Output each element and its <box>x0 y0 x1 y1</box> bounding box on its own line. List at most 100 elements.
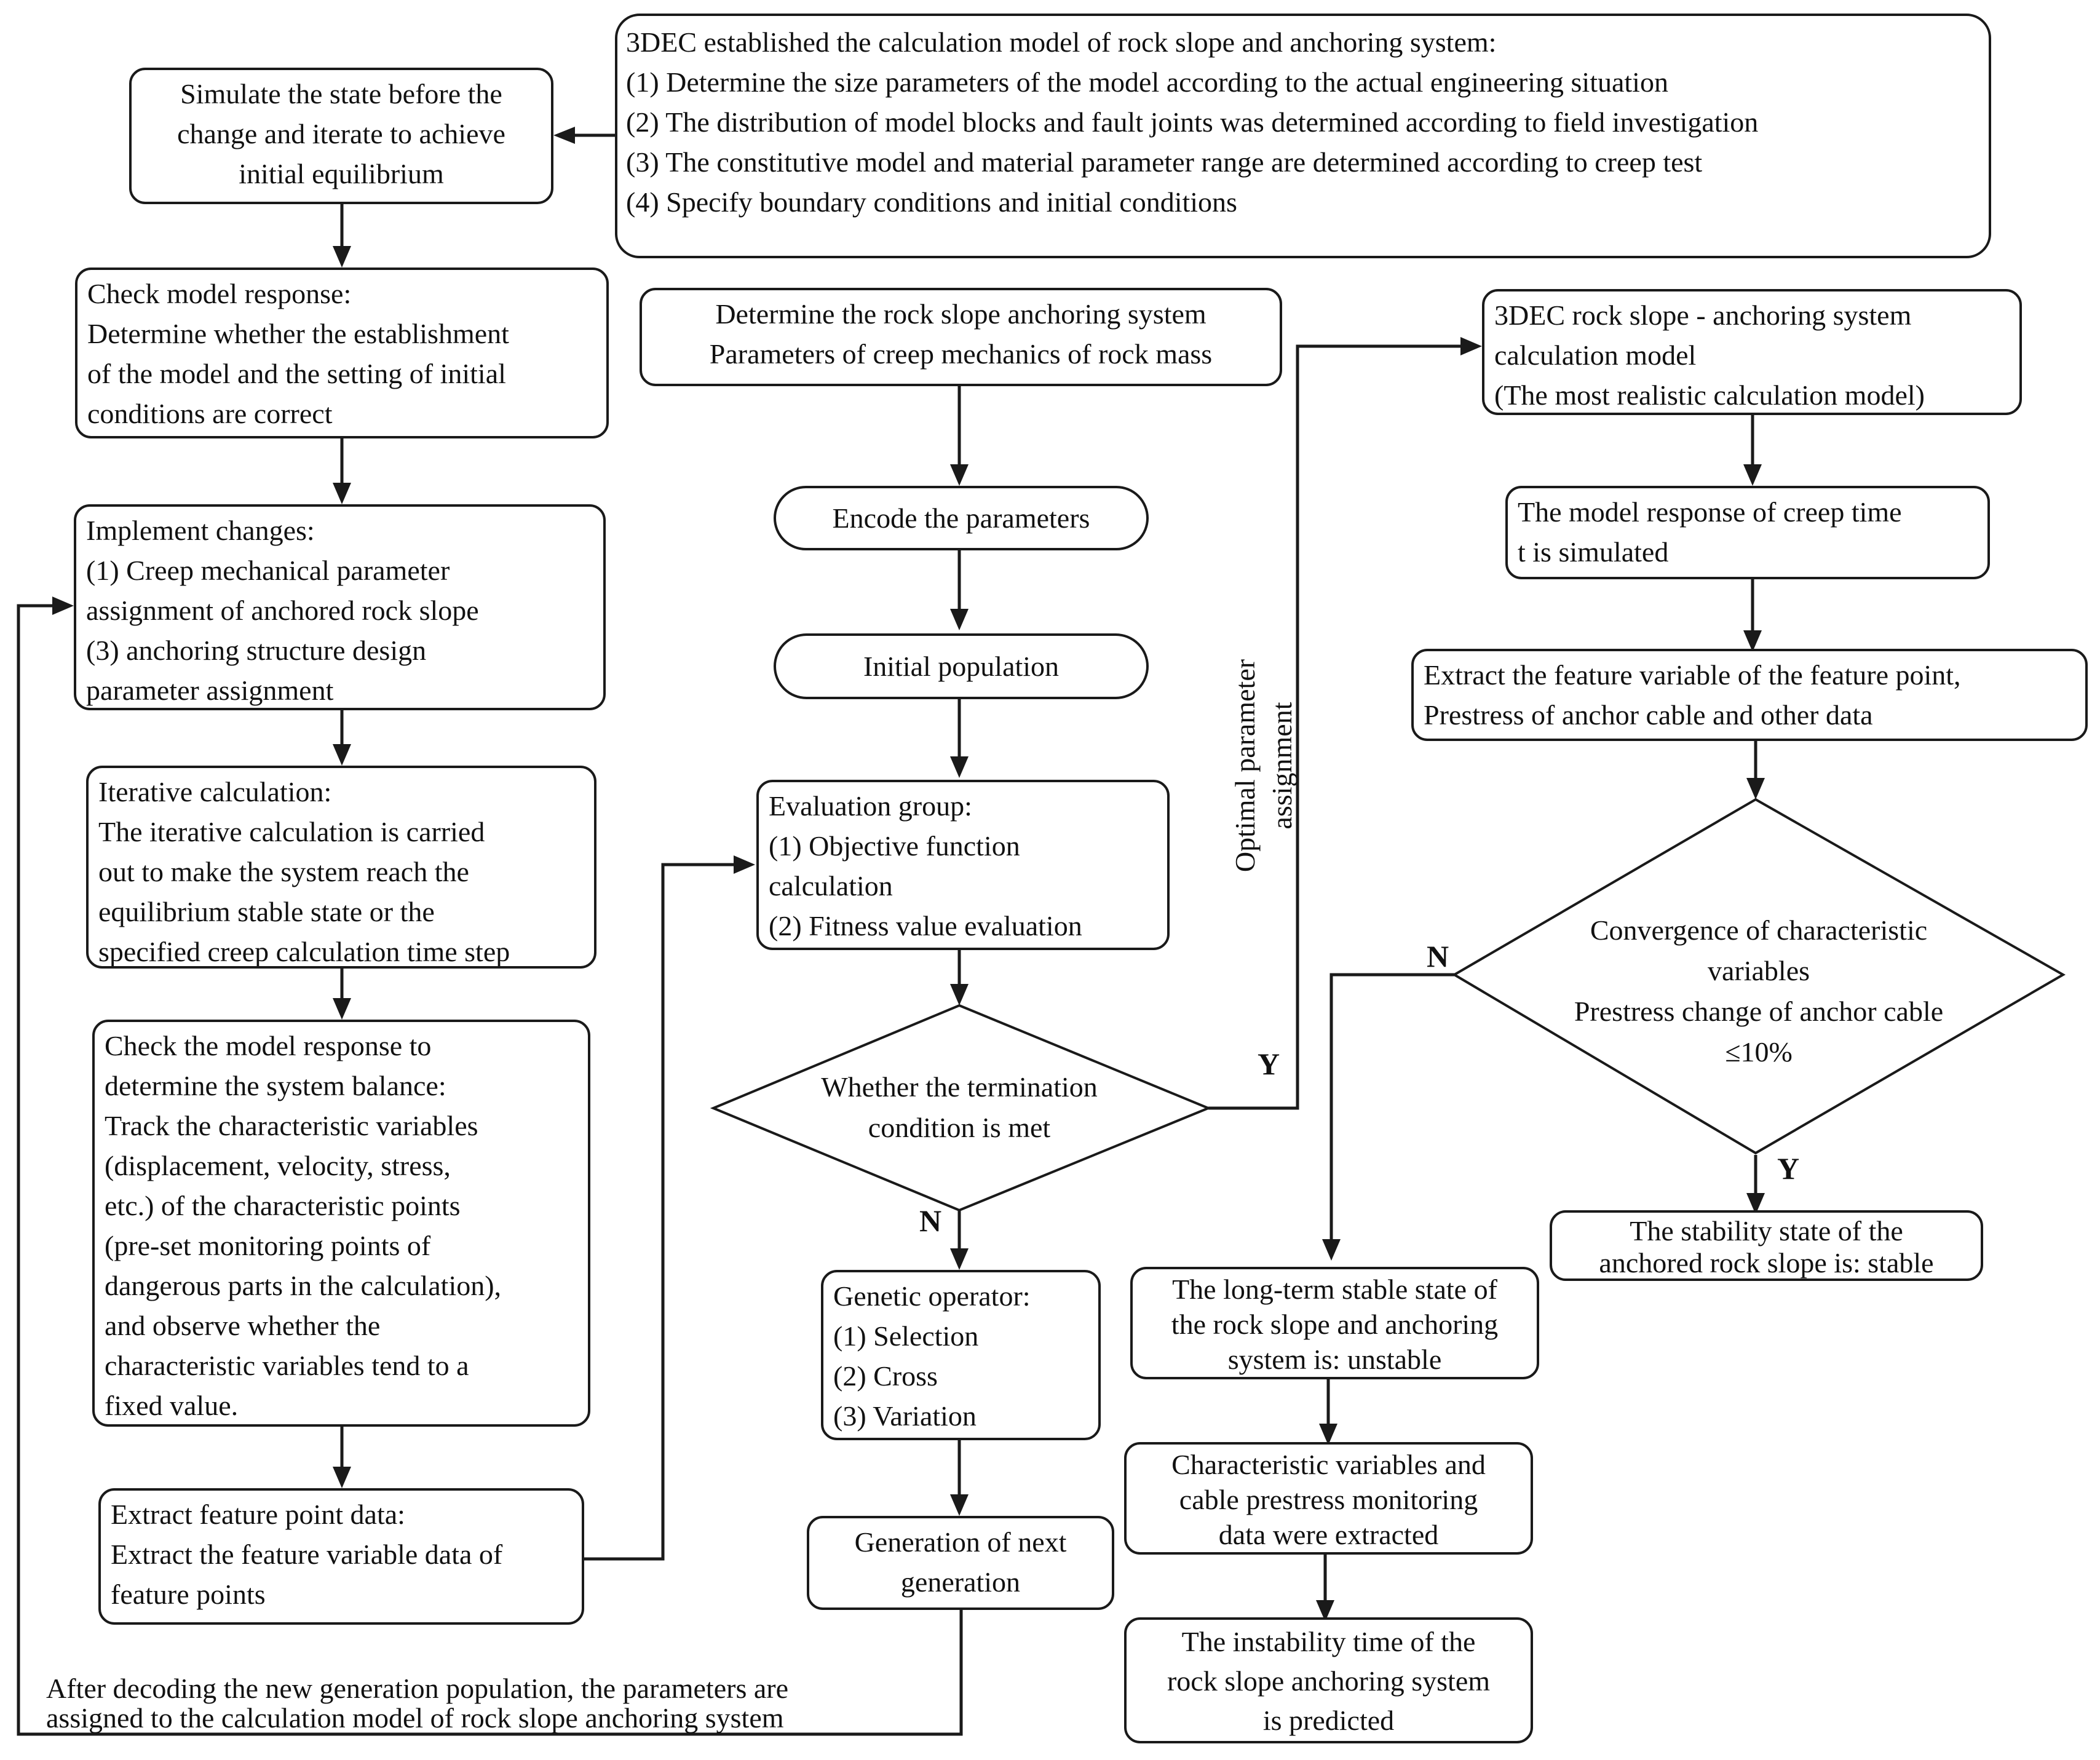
box-line: out to make the system reach the <box>98 856 469 887</box>
box-line: Characteristic variables and <box>1171 1449 1486 1480</box>
box-line: (3) anchoring structure design <box>86 635 427 666</box>
unstable-state-box: The long-term stable state of the rock s… <box>1130 1267 1539 1379</box>
box-line: and observe whether the <box>105 1310 381 1341</box>
box-line: (1) Creep mechanical parameter <box>86 555 450 586</box>
feedback-note: After decoding the new generation popula… <box>46 1674 788 1733</box>
box-line: assignment of anchored rock slope <box>86 595 479 626</box>
model-setup-line: (2) The distribution of model blocks and… <box>626 106 1759 138</box>
arrowhead-evaluation-top <box>950 756 969 778</box>
creep-response-box: The model response of creep time t is si… <box>1505 486 1990 579</box>
box-line: (1) Selection <box>833 1320 979 1352</box>
arrowhead-nextgen <box>950 1494 969 1516</box>
box-line: Extract feature point data: <box>111 1499 405 1530</box>
box-line: Generation of next <box>854 1526 1067 1558</box>
box-line: is predicted <box>1262 1705 1395 1736</box>
arrowhead-check <box>333 246 351 268</box>
diamond-line: Prestress change of anchor cable <box>1574 996 1944 1027</box>
convergence-no-label: N <box>1427 939 1449 973</box>
box-line: Evaluation group: <box>769 790 972 822</box>
initial-population-box: Initial population <box>774 633 1149 699</box>
arrow-termination-to-model <box>1208 344 1464 1110</box>
box-line: Check the model response to <box>105 1030 432 1061</box>
check-balance-box: Check the model response to determine th… <box>92 1020 590 1427</box>
box-line: Prestress of anchor cable and other data <box>1424 699 1873 731</box>
model-setup-line: (1) Determine the size parameters of the… <box>626 66 1668 98</box>
box-line: The instability time of the <box>1181 1626 1476 1657</box>
box-line: data were extracted <box>1218 1519 1439 1550</box>
box-line: Extract the feature variable data of <box>111 1539 503 1570</box>
box-line: rock slope anchoring system <box>1167 1665 1491 1697</box>
optimal-assignment-label: Optimal parameter assignment <box>1227 636 1301 895</box>
box-line: etc.) of the characteristic points <box>105 1190 461 1221</box>
diamond-line: Convergence of characteristic <box>1590 914 1928 946</box>
box-line: characteristic variables tend to a <box>105 1350 469 1381</box>
arrowhead-balance <box>333 998 351 1020</box>
box-line: (3) Variation <box>833 1400 977 1432</box>
arrowhead-genetic <box>950 1248 969 1270</box>
termination-no-label: N <box>919 1203 942 1238</box>
box-line: fixed value. <box>105 1390 239 1421</box>
box-line: calculation <box>769 870 893 902</box>
box-line: anchored rock slope is: stable <box>1599 1247 1934 1278</box>
arrowhead-implement <box>333 483 351 504</box>
feedback-note-line: After decoding the new generation popula… <box>46 1673 789 1704</box>
diamond-convergence-shape <box>1452 798 2066 1155</box>
box-line: determine the system balance: <box>105 1070 446 1101</box>
arrowhead-instability <box>1316 1600 1334 1622</box>
stable-state-box: The stability state of the anchored rock… <box>1550 1210 1983 1281</box>
box-line: Encode the parameters <box>832 502 1090 534</box>
box-line: Track the characteristic variables <box>105 1110 478 1141</box>
optimal-assignment-line: assignment <box>1266 702 1298 830</box>
box-line: The model response of creep time <box>1518 496 1902 528</box>
termination-yes-label: Y <box>1258 1047 1280 1081</box>
box-line: dangerous parts in the calculation), <box>105 1270 502 1301</box>
feedback-note-line: assigned to the calculation model of roc… <box>46 1702 784 1734</box>
box-line: specified creep calculation time step <box>98 936 510 967</box>
box-line: The iterative calculation is carried <box>98 816 485 847</box>
convergence-diamond-text: Convergence of characteristic variables … <box>1519 910 1999 1072</box>
arrow-convergence-to-unstable <box>1329 973 1454 1248</box>
arrowhead-convergence <box>1746 778 1765 799</box>
box-line: (pre-set monitoring points of <box>105 1230 431 1261</box>
iterative-calc-box: Iterative calculation: The iterative cal… <box>86 766 596 969</box>
arrowhead-model <box>1460 337 1482 355</box>
next-generation-box: Generation of next generation <box>807 1516 1114 1610</box>
arrowhead-termination <box>950 984 969 1005</box>
arrow-feedback-loop <box>17 604 963 1736</box>
diamond-line: condition is met <box>868 1112 1051 1143</box>
monitoring-data-box: Characteristic variables and cable prest… <box>1124 1442 1533 1555</box>
arrowhead-creep <box>1743 464 1762 486</box>
box-line: (displacement, velocity, stress, <box>105 1150 451 1181</box>
box-line: change and iterate to achieve <box>177 118 505 149</box>
calc-model-box: 3DEC rock slope - anchoring system calcu… <box>1482 289 2022 415</box>
box-line: (2) Fitness value evaluation <box>769 910 1082 941</box>
arrowhead-implement-left <box>52 597 74 615</box>
implement-changes-box: Implement changes: (1) Creep mechanical … <box>74 504 606 710</box>
model-setup-line: (3) The constitutive model and material … <box>626 146 1703 178</box>
encode-box: Encode the parameters <box>774 486 1149 550</box>
arrowhead-monitoring <box>1319 1424 1337 1445</box>
box-line: Check model response: <box>87 278 352 309</box>
box-line: The stability state of the <box>1630 1215 1903 1247</box>
box-line: Simulate the state before the <box>180 78 502 109</box>
convergence-yes-label: Y <box>1777 1151 1800 1186</box>
termination-diamond-text: Whether the termination condition is met <box>775 1067 1144 1148</box>
arrow-extract-to-evaluation <box>584 863 737 1561</box>
arrowhead-simulate <box>553 127 575 144</box>
arrowhead-encode <box>950 464 969 486</box>
model-setup-title: 3DEC established the calculation model o… <box>626 26 1497 58</box>
diamond-line: ≤10% <box>1725 1036 1793 1068</box>
box-line: 3DEC rock slope - anchoring system <box>1494 299 1912 331</box>
box-line: Implement changes: <box>86 515 315 546</box>
check-model-box: Check model response: Determine whether … <box>75 268 609 438</box>
optimal-assignment-line: Optimal parameter <box>1229 659 1261 873</box>
box-line: generation <box>900 1566 1021 1598</box>
box-line: t is simulated <box>1518 536 1669 568</box>
box-line: equilibrium stable state or the <box>98 896 435 927</box>
box-line: of the model and the setting of initial <box>87 358 506 389</box>
box-line: Genetic operator: <box>833 1280 1031 1312</box>
box-line: (1) Objective function <box>769 830 1020 862</box>
arrowhead-stable <box>1746 1193 1765 1215</box>
box-line: Extract the feature variable of the feat… <box>1424 659 1961 691</box>
